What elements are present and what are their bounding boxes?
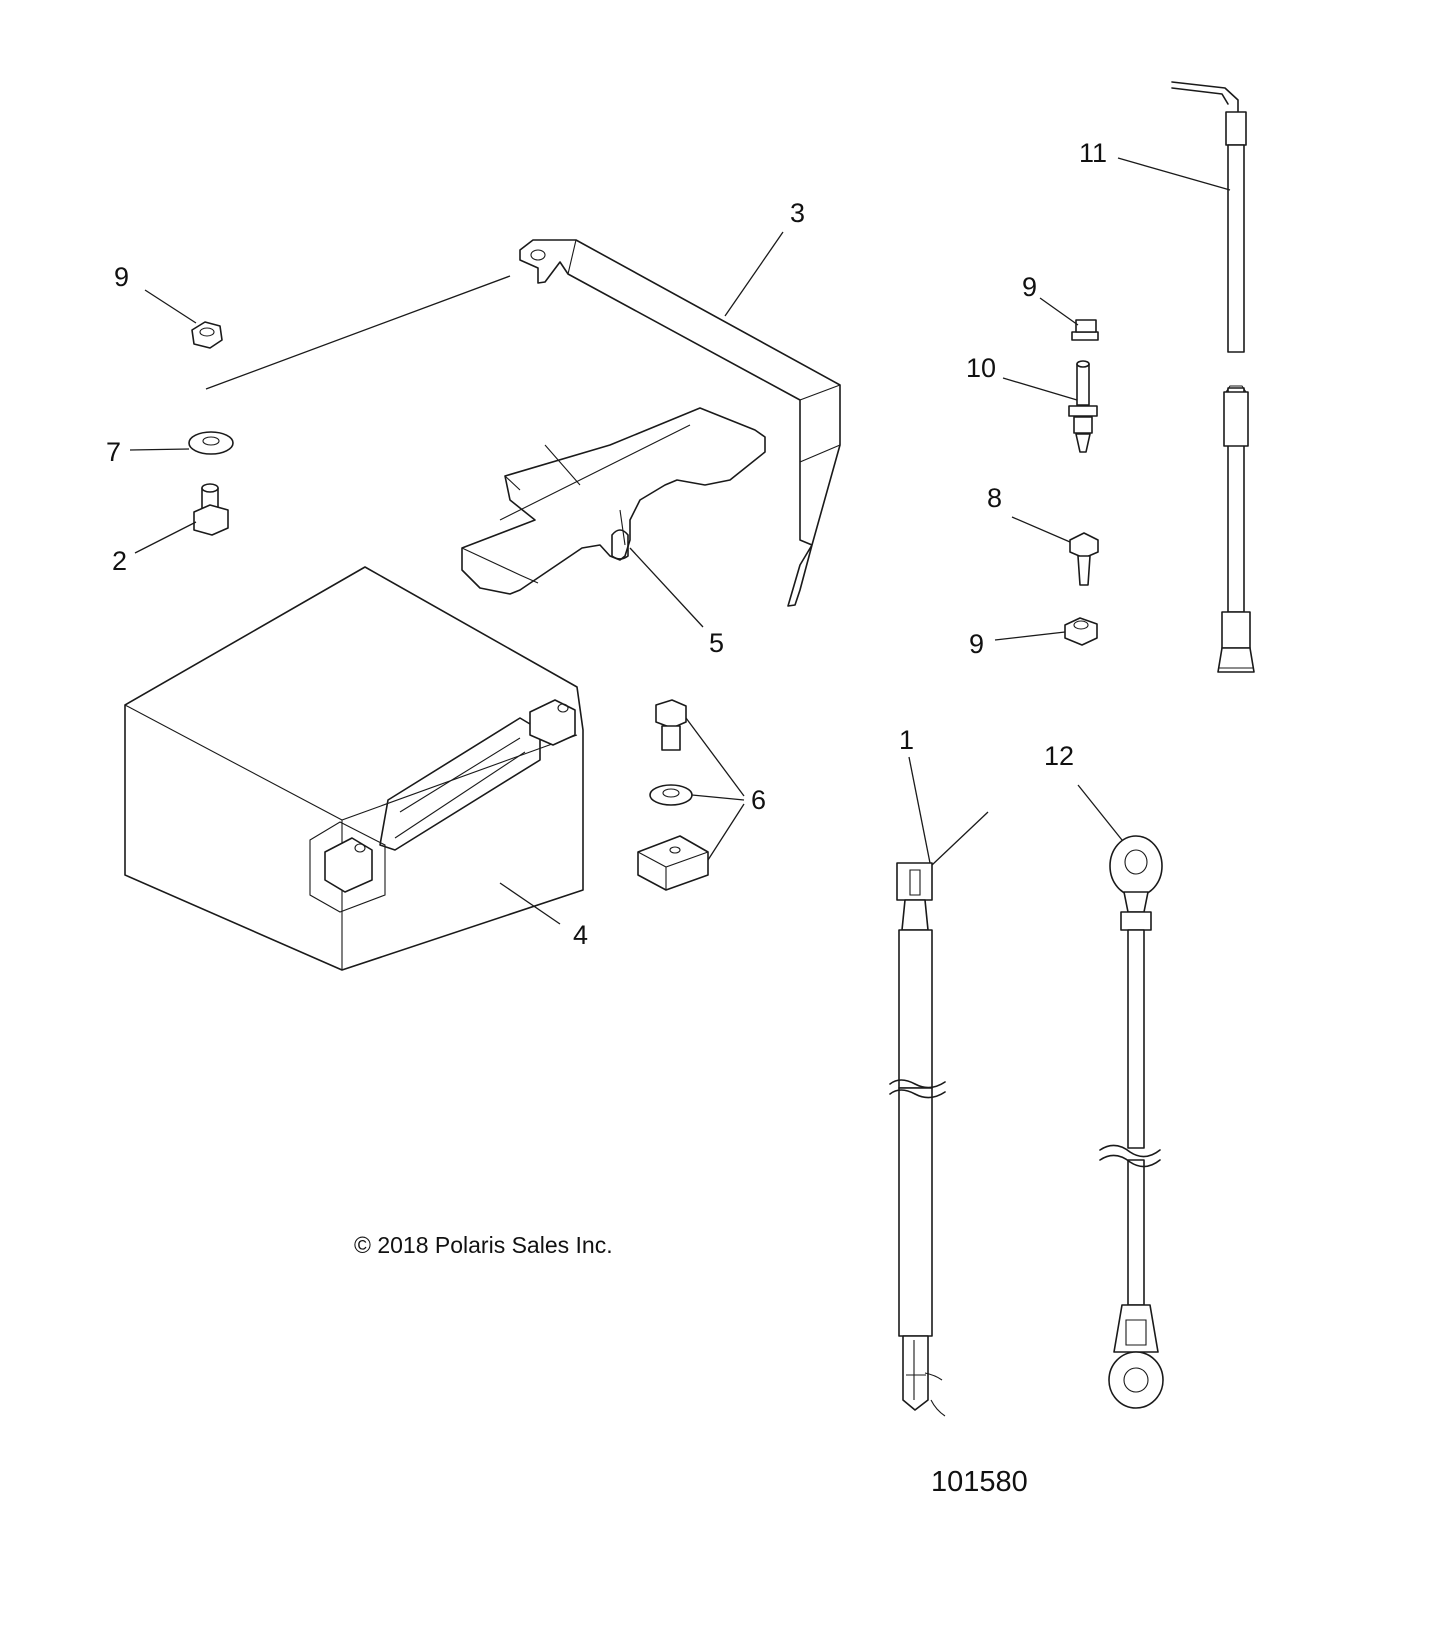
callout-4: 4 xyxy=(573,920,588,950)
drawing-number: 101580 xyxy=(931,1466,1028,1498)
bracket-part-5 xyxy=(461,407,766,595)
leader-6b xyxy=(691,794,745,801)
battery-part-4 xyxy=(124,566,584,971)
callout-2: 2 xyxy=(112,546,127,576)
hold-down-strap-part-3 xyxy=(519,239,841,607)
leader-3 xyxy=(724,231,784,317)
leader-4 xyxy=(499,882,561,925)
nut-part-9-right-upper xyxy=(1071,319,1099,341)
leader-7 xyxy=(129,448,190,451)
leader-8 xyxy=(1011,516,1071,543)
leader-11 xyxy=(1117,157,1231,191)
leader-9-right-upper xyxy=(1039,297,1079,326)
callout-9-right-upper: 9 xyxy=(1022,272,1037,302)
callout-10: 10 xyxy=(966,353,996,383)
leader-10 xyxy=(1002,377,1078,401)
callout-5: 5 xyxy=(709,628,724,658)
copyright-notice: © 2018 Polaris Sales Inc. xyxy=(354,1232,613,1258)
callout-9-right-lower: 9 xyxy=(969,629,984,659)
callout-11: 11 xyxy=(1079,138,1107,168)
leader-6c xyxy=(707,803,745,861)
callout-7: 7 xyxy=(106,437,121,467)
leader-9-right-lower xyxy=(994,631,1066,641)
leader-12 xyxy=(1077,784,1123,841)
callout-6: 6 xyxy=(751,785,766,815)
callout-8: 8 xyxy=(987,483,1002,513)
stud-part-10 xyxy=(1068,360,1098,453)
leader-1 xyxy=(908,756,931,864)
leader-part-1-wire xyxy=(931,811,989,866)
callout-9-left: 9 xyxy=(114,262,129,292)
callout-3: 3 xyxy=(790,198,805,228)
callout-1: 1 xyxy=(899,725,914,755)
nut-part-9-right-lower xyxy=(1064,617,1098,646)
leader-2 xyxy=(134,521,197,554)
leader-5 xyxy=(629,547,704,628)
cable-part-11 xyxy=(1171,81,1255,673)
ground-cable-part-12 xyxy=(1099,835,1164,1409)
callout-12: 12 xyxy=(1044,741,1074,771)
leader-6a xyxy=(685,717,745,797)
bolt-part-2 xyxy=(193,483,229,536)
hardware-kit-part-6 xyxy=(637,699,709,891)
screw-part-8 xyxy=(1069,532,1099,586)
leader-9-left xyxy=(144,289,197,324)
leader-9-top-left xyxy=(205,275,511,390)
nut-part-9-left xyxy=(191,321,223,349)
cable-harness-part-1 xyxy=(889,862,946,1417)
washer-part-7 xyxy=(188,431,234,455)
